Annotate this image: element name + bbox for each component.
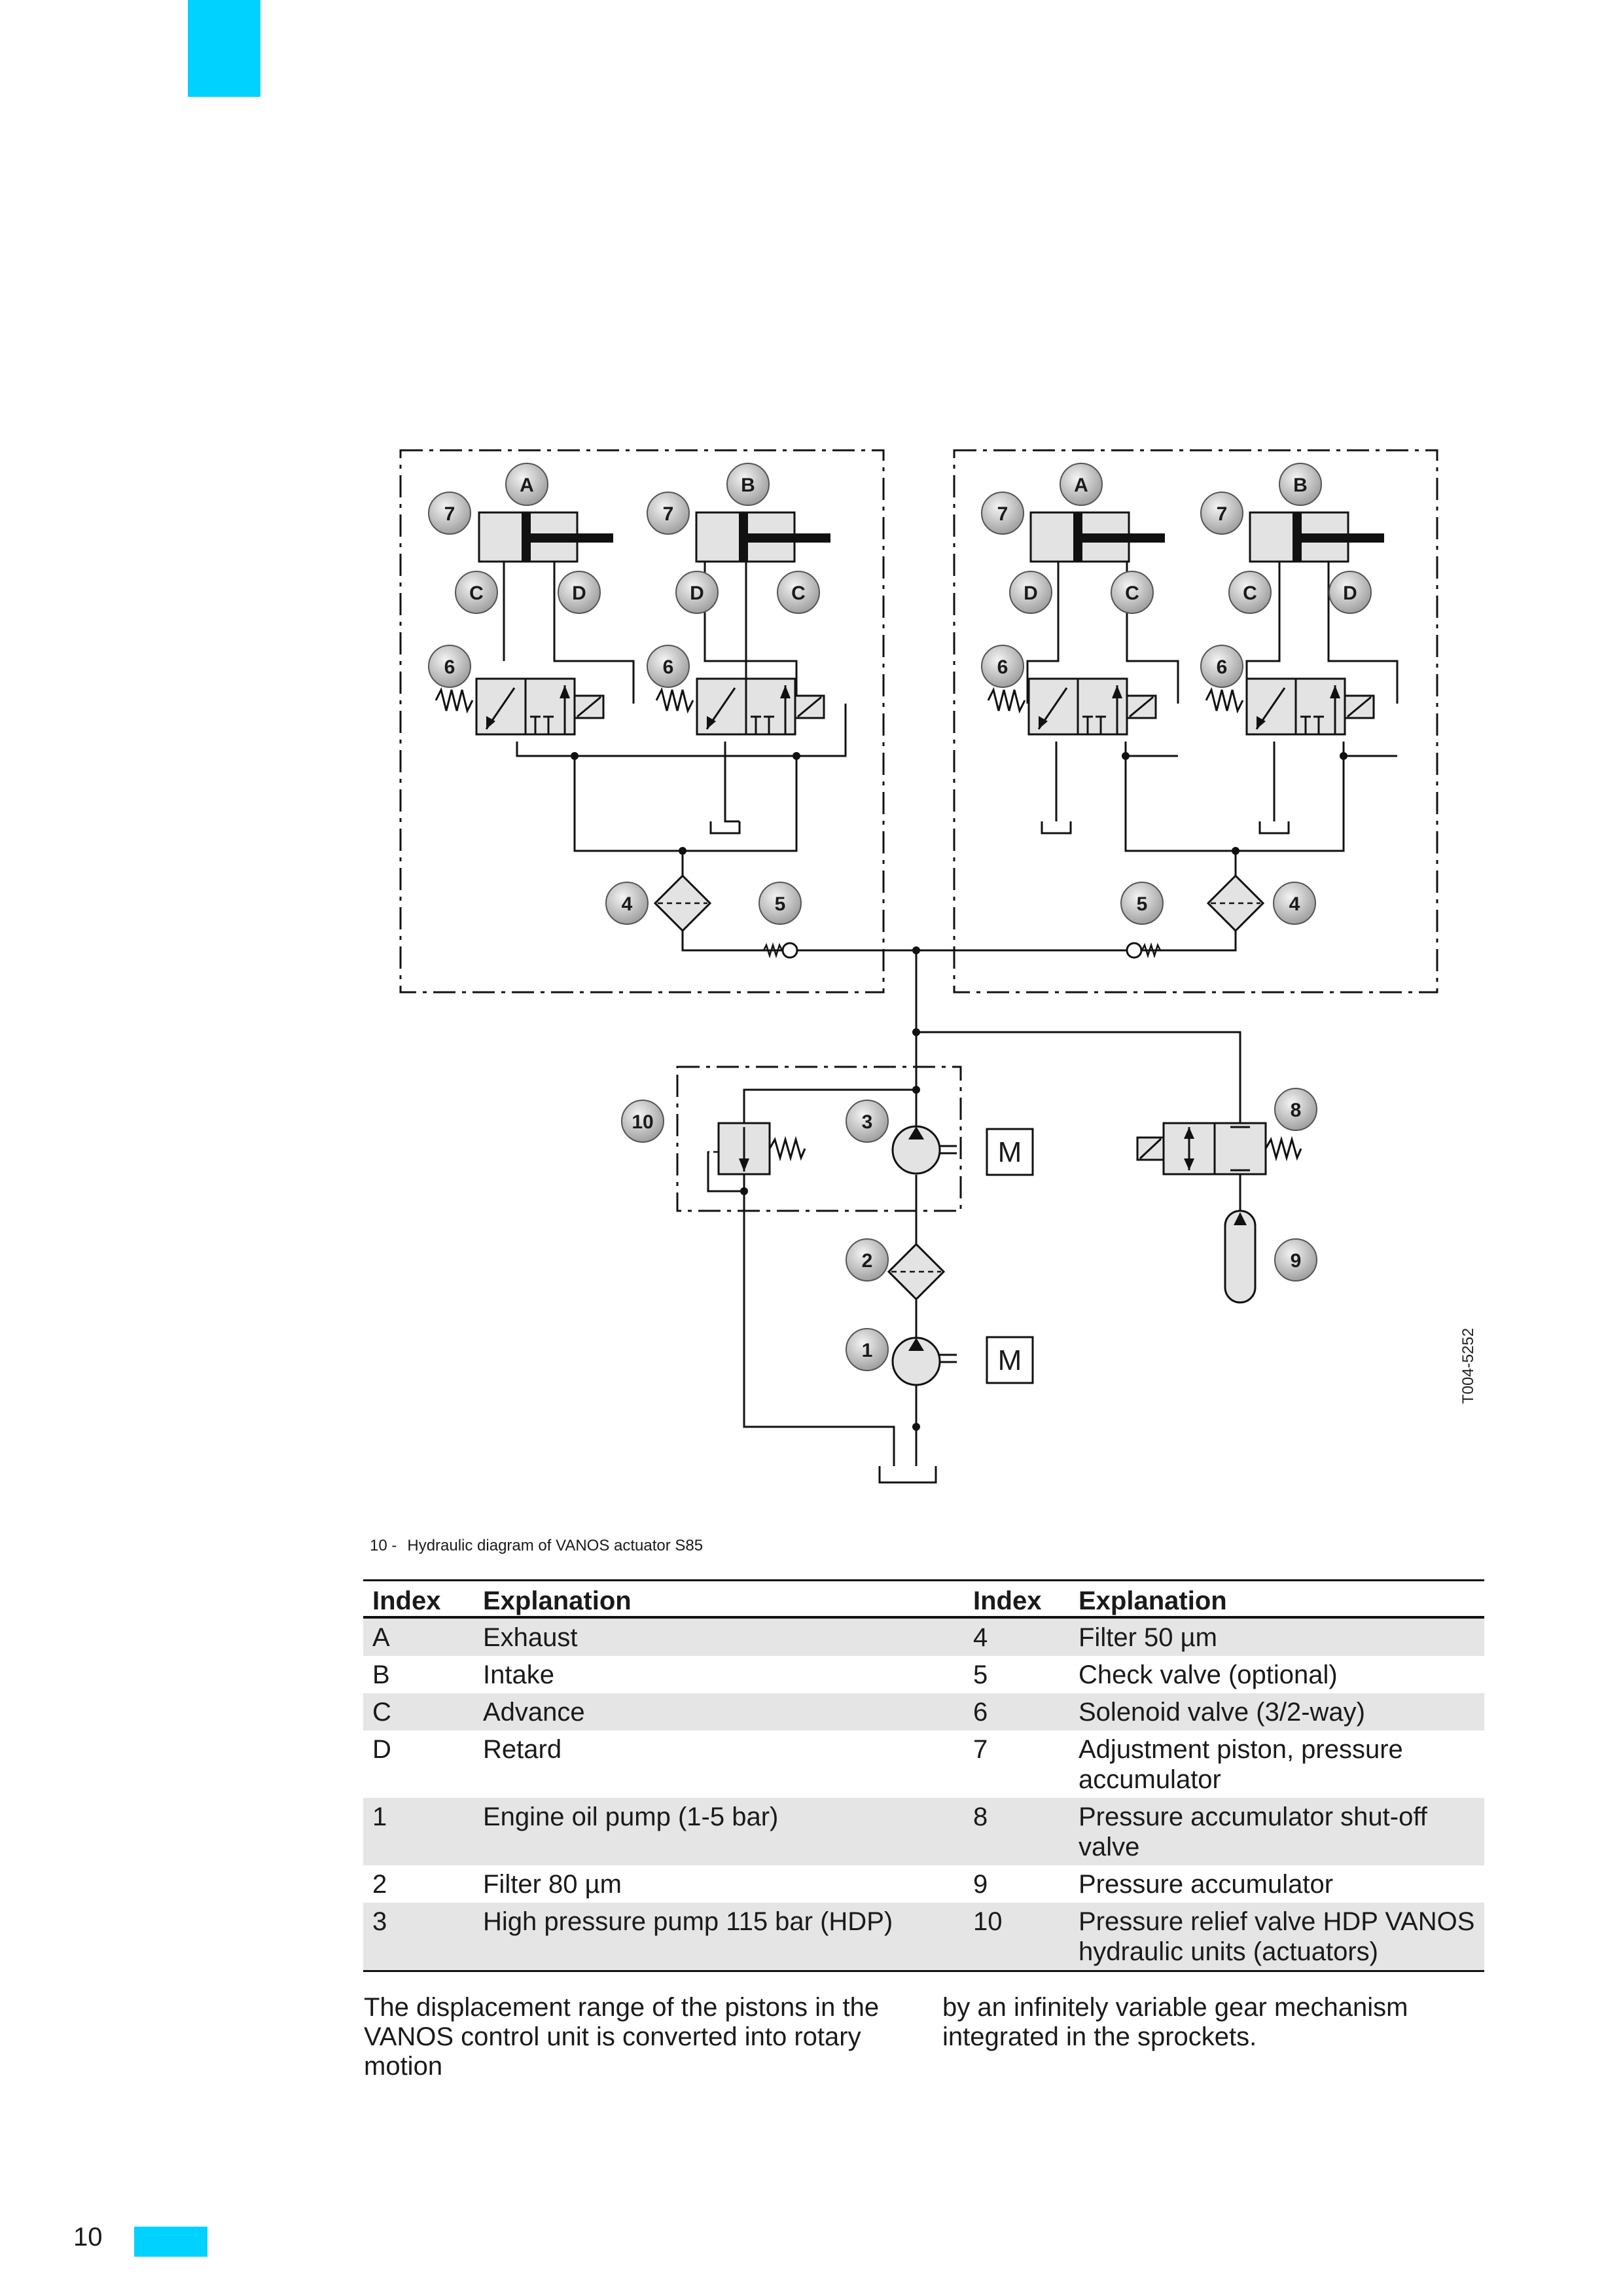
legend-explanation: Exhaust [474, 1617, 964, 1656]
label-9: 9 [1291, 1250, 1302, 1272]
label-D: D [1024, 583, 1038, 604]
table-row: 2 Filter 80 µm 9 Pressure accumulator [363, 1865, 1484, 1903]
legend-index: A [363, 1617, 474, 1656]
legend-index: 3 [363, 1903, 474, 1972]
label-7: 7 [1217, 503, 1228, 525]
label-7: 7 [444, 503, 455, 525]
legend-index: 4 [964, 1617, 1069, 1656]
table-row: B Intake 5 Check valve (optional) [363, 1656, 1484, 1693]
label-3: 3 [862, 1111, 873, 1133]
label-7: 7 [663, 503, 674, 525]
section-tab-bottom [134, 2227, 207, 2257]
legend-index: D [372, 1735, 391, 1764]
table-row: 1 Engine oil pump (1-5 bar) 8 Pressure a… [363, 1798, 1484, 1865]
label-D: D [572, 583, 586, 604]
table-row: C Advance 6 Solenoid valve (3/2-way) [363, 1693, 1484, 1731]
table-row: A Exhaust 4 Filter 50 µm [363, 1617, 1484, 1656]
page-number: 10 [73, 2223, 103, 2251]
legend-index: C [363, 1693, 474, 1731]
label-5: 5 [1137, 893, 1148, 915]
legend-explanation: Pressure accumulator shut-off valve [1069, 1798, 1484, 1865]
figure-caption-text: Hydraulic diagram of VANOS actuator S85 [407, 1537, 704, 1554]
legend-explanation: Advance [474, 1693, 964, 1731]
legend-explanation: Filter 50 µm [1069, 1617, 1484, 1656]
label-C: C [469, 583, 484, 604]
motor-label-upper: M [998, 1136, 1022, 1168]
label-B: B [1293, 475, 1308, 496]
legend-explanation: High pressure pump 115 bar (HDP) [474, 1903, 964, 1972]
label-7: 7 [997, 503, 1008, 525]
label-10: 10 [632, 1111, 653, 1133]
figure-caption: 10 - Hydraulic diagram of VANOS actuator … [370, 1537, 703, 1555]
label-6: 6 [444, 656, 455, 678]
motor-label-lower: M [998, 1344, 1022, 1376]
label-6: 6 [663, 656, 674, 678]
label-8: 8 [1291, 1100, 1302, 1121]
legend-table: Index Explanation Index Explanation A Ex… [363, 1579, 1484, 1972]
legend-explanation: Engine oil pump (1-5 bar) [474, 1798, 964, 1865]
label-A: A [1074, 475, 1088, 496]
label-4: 4 [1289, 893, 1300, 915]
legend-explanation: Filter 80 µm [483, 1870, 622, 1899]
label-6: 6 [997, 656, 1008, 678]
legend-explanation: Pressure accumulator [1079, 1870, 1334, 1899]
label-C: C [1243, 583, 1257, 604]
label-D: D [690, 583, 704, 604]
label-B: B [741, 475, 755, 496]
table-row: 3 High pressure pump 115 bar (HDP) 10 Pr… [363, 1903, 1484, 1972]
label-4: 4 [622, 893, 633, 915]
label-A: A [520, 475, 534, 496]
label-C: C [1125, 583, 1139, 604]
legend-explanation: Retard [483, 1735, 562, 1764]
label-1: 1 [862, 1340, 873, 1361]
legend-explanation: Pressure relief valve HDP VANOS hydrauli… [1069, 1903, 1484, 1972]
table-row: D Retard 7 Adjustment piston, pressure a… [363, 1731, 1484, 1798]
legend-explanation: Adjustment piston, pressure accumulator [1079, 1735, 1403, 1794]
figure-caption-number: 10 - [370, 1537, 397, 1554]
legend-explanation: Check valve (optional) [1079, 1660, 1338, 1689]
legend-index: 2 [372, 1870, 387, 1899]
hydraulic-diagram: M M A B A B 7 7 7 7 C D D C D C C D 6 6 [399, 449, 1438, 1484]
legend-index: 9 [973, 1870, 988, 1899]
label-D: D [1343, 583, 1357, 604]
legend-index: B [372, 1660, 390, 1689]
legend-index: 5 [973, 1660, 988, 1689]
body-text-left: The displacement range of the pistons in… [364, 1993, 880, 2081]
legend-header-index: Index [964, 1579, 1069, 1619]
legend-header-explanation: Explanation [474, 1579, 964, 1619]
section-tab-top [188, 0, 260, 97]
legend-explanation: Intake [483, 1660, 554, 1689]
legend-index: 10 [964, 1903, 1069, 1972]
legend-header-explanation: Explanation [1069, 1579, 1484, 1619]
legend-index: 7 [973, 1735, 988, 1764]
label-C: C [791, 583, 806, 604]
label-5: 5 [775, 893, 786, 915]
legend-explanation: Solenoid valve (3/2-way) [1069, 1693, 1484, 1731]
body-text-right: by an infinitely variable gear mechanism… [942, 1993, 1408, 2051]
legend-header-row: Index Explanation Index Explanation [363, 1579, 1484, 1619]
label-6: 6 [1217, 656, 1228, 678]
legend-header-index: Index [363, 1579, 474, 1619]
legend-index: 1 [363, 1798, 474, 1865]
label-2: 2 [862, 1250, 873, 1272]
figure-reference-code: T004-5252 [1459, 1327, 1477, 1404]
legend-index: 6 [964, 1693, 1069, 1731]
legend-index: 8 [964, 1798, 1069, 1865]
